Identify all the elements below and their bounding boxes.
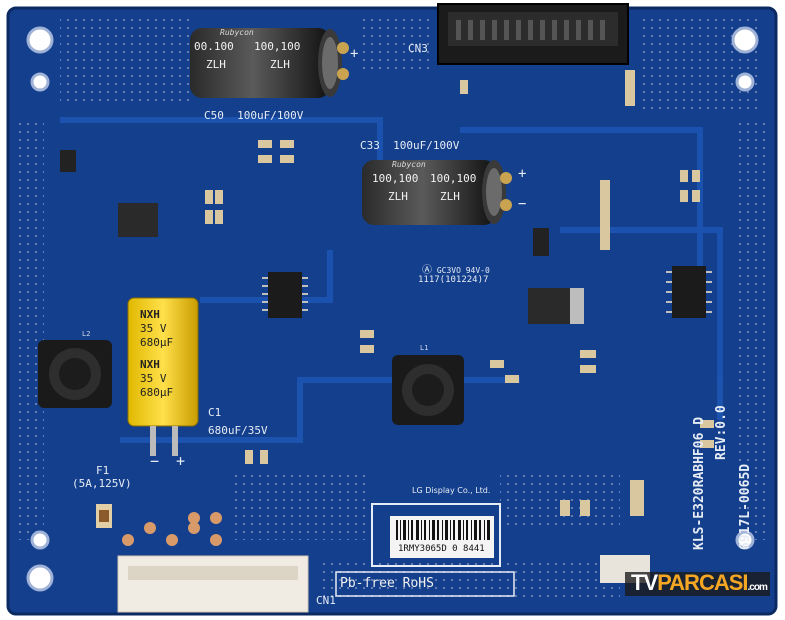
c1-body-v-2: 35 V — [140, 372, 167, 385]
ic-chips — [60, 150, 712, 324]
cn3-label: CN3 — [408, 42, 428, 55]
watermark-tld: .com — [747, 582, 768, 593]
c50-capacitor — [190, 28, 349, 98]
serial-label-box — [371, 503, 501, 567]
test-pads — [122, 512, 222, 546]
c1-body-uf-1: 680µF — [140, 336, 174, 349]
pbfree-rohs: Pb-free RoHS — [340, 576, 434, 591]
c1-body-nxh-2: NXH — [140, 358, 160, 371]
cn1-connector — [117, 555, 309, 613]
c1-capacitor — [127, 297, 199, 456]
part-number: 6917L-0065D — [738, 463, 753, 550]
c1-ref: C1 — [208, 406, 222, 419]
c50-brand: Rubycon — [220, 28, 254, 37]
serial-label-text: 1RMY3065D 0 8441 — [398, 544, 485, 554]
c50-can-text-2: 100,100 — [254, 40, 301, 53]
fuse-value: (5A,125V) — [72, 477, 132, 490]
c1-plus: + — [176, 452, 186, 470]
watermark-brand-a: TV — [631, 570, 658, 595]
pbfree-box — [335, 571, 515, 597]
cn3-connector — [437, 3, 629, 65]
c33-can-text-1b: 100,100 — [430, 172, 477, 185]
c50-can-text-1: 00.100 — [194, 40, 234, 53]
c1-body-uf-2: 680µF — [140, 386, 174, 399]
c33-label: C33 100uF/100V — [360, 139, 460, 152]
c50-can-text-3: ZLH — [206, 58, 226, 71]
maker-label: LG Display Co., Ltd. — [412, 486, 491, 495]
c33-capacitor — [362, 160, 512, 225]
c50-plus: + — [350, 46, 359, 62]
c33-minus: − — [518, 196, 527, 212]
l2-label: L2 — [82, 330, 91, 338]
c33-brand: Rubycon — [392, 160, 426, 169]
date-code: 1117(101224)7 — [418, 275, 489, 285]
via-field — [60, 14, 190, 104]
l2-inductor — [38, 340, 112, 408]
c33-can-text-1: 100,100 — [372, 172, 419, 185]
c50-can-text-3b: ZLH — [270, 58, 290, 71]
c1-minus: − — [150, 452, 160, 470]
c33-can-text-2: ZLH — [388, 190, 408, 203]
watermark-logo: TVPARCASI.com — [625, 566, 770, 602]
certification-mark: Ⓐ GC3VO 94V-0 — [422, 265, 490, 276]
watermark-brand-b: PARCASI — [657, 570, 748, 595]
l1-inductor — [392, 355, 464, 425]
l1-label: L1 — [420, 344, 429, 352]
mounting-holes — [26, 26, 759, 592]
c1-value: 680uF/35V — [208, 424, 268, 437]
c33-plus: + — [518, 166, 527, 182]
revision: REV:0.0 — [714, 405, 729, 460]
cn1-label: CN1 — [316, 594, 336, 607]
c1-body-v-1: 35 V — [140, 322, 167, 335]
smd-pads — [205, 70, 714, 516]
c1-body-nxh-1: NXH — [140, 308, 160, 321]
fuse-ref: F1 — [96, 464, 110, 477]
pcb-substrate — [8, 8, 776, 614]
c50-label: C50 100uF/100V — [204, 109, 304, 122]
c33-can-text-2b: ZLH — [440, 190, 460, 203]
model-number: KLS-E320RABHF06 D — [692, 416, 707, 550]
